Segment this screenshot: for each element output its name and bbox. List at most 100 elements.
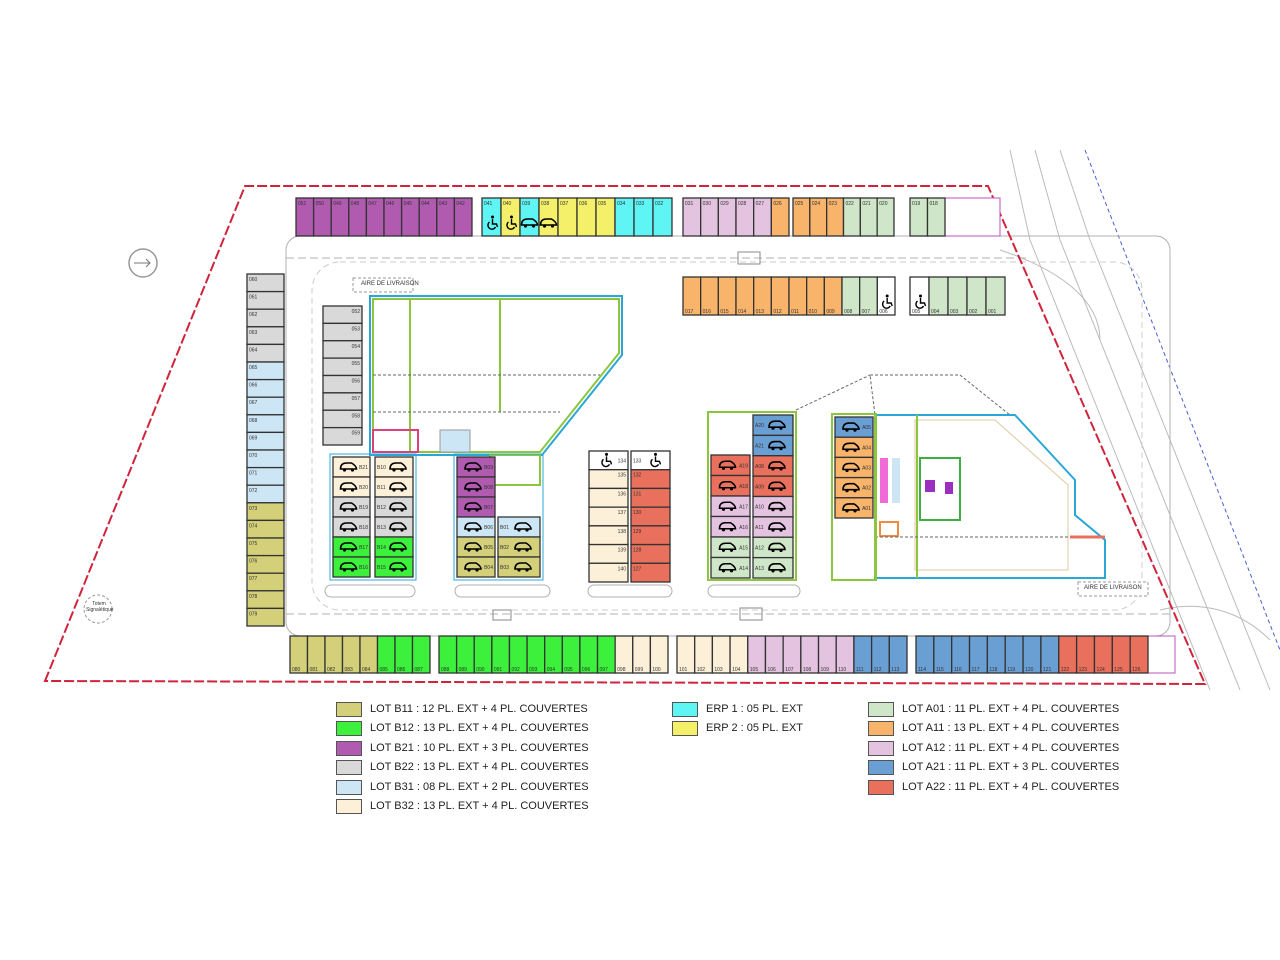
parking-space[interactable]: B10 (374, 456, 414, 478)
parking-space[interactable]: B17 (332, 536, 371, 558)
parking-space[interactable]: 138 (588, 525, 629, 546)
parking-space[interactable]: 131 (630, 487, 671, 508)
parking-space[interactable]: A16 (710, 515, 751, 538)
parking-space[interactable]: B14 (374, 536, 414, 558)
parking-space[interactable]: 097 (596, 635, 616, 674)
parking-space[interactable]: 087 (411, 635, 431, 674)
parking-space[interactable]: 086 (394, 635, 414, 674)
parking-space[interactable]: B20 (332, 476, 371, 498)
parking-space[interactable]: 083 (341, 635, 361, 674)
parking-space[interactable]: 115 (933, 635, 953, 674)
parking-space[interactable]: 093 (526, 635, 546, 674)
parking-space[interactable]: 017 (682, 276, 702, 316)
parking-space[interactable]: B13 (374, 516, 414, 538)
parking-space[interactable]: 117 (968, 635, 989, 674)
parking-space[interactable]: B16 (332, 556, 371, 578)
parking-space[interactable]: 036 (576, 197, 597, 237)
parking-space[interactable]: 012 (770, 276, 790, 316)
parking-space[interactable]: 043 (436, 197, 456, 237)
parking-space[interactable]: 019 (909, 197, 929, 237)
parking-space[interactable]: 015 (717, 276, 737, 316)
parking-space[interactable]: 006 (876, 276, 896, 316)
parking-space[interactable]: 066 (246, 378, 285, 398)
parking-space[interactable]: 120 (1022, 635, 1042, 674)
parking-space[interactable]: A05 (834, 416, 874, 438)
parking-space[interactable]: 060 (246, 273, 285, 293)
parking-space[interactable]: 089 (455, 635, 475, 674)
parking-space[interactable]: 034 (614, 197, 635, 237)
parking-space[interactable]: 078 (246, 590, 285, 610)
parking-space[interactable]: B19 (332, 496, 371, 518)
parking-space[interactable]: 118 (986, 635, 1006, 674)
parking-space[interactable]: 105 (747, 635, 767, 674)
parking-space[interactable]: 047 (365, 197, 385, 237)
parking-space[interactable]: 048 (348, 197, 368, 237)
parking-space[interactable]: 010 (806, 276, 825, 316)
parking-space[interactable]: 069 (246, 431, 285, 451)
parking-space[interactable]: B02 (497, 536, 541, 558)
parking-space[interactable]: 081 (306, 635, 326, 674)
parking-space[interactable]: 038 (538, 197, 559, 237)
parking-space[interactable]: A09 (752, 475, 794, 498)
parking-space[interactable]: 137 (588, 506, 629, 527)
parking-space[interactable]: 068 (246, 414, 285, 434)
parking-space[interactable]: 053 (322, 322, 363, 342)
parking-space[interactable]: 054 (322, 340, 363, 359)
parking-space[interactable]: B05 (456, 536, 496, 558)
parking-space[interactable]: 063 (246, 326, 285, 346)
parking-space[interactable]: B09 (456, 456, 496, 478)
parking-space[interactable]: B07 (456, 496, 496, 518)
parking-space[interactable]: 070 (246, 449, 285, 469)
parking-space[interactable]: B21 (332, 456, 371, 478)
parking-space[interactable]: 135 (588, 469, 629, 490)
parking-space[interactable]: 031 (682, 197, 702, 237)
parking-space[interactable]: 016 (700, 276, 719, 316)
parking-space[interactable]: 007 (859, 276, 878, 316)
parking-space[interactable]: 014 (735, 276, 755, 316)
parking-space[interactable]: 076 (246, 554, 285, 574)
parking-space[interactable]: 004 (928, 276, 949, 316)
parking-space[interactable]: 033 (633, 197, 654, 237)
parking-space[interactable]: 139 (588, 543, 629, 564)
parking-space[interactable]: 132 (630, 469, 671, 490)
parking-space[interactable]: 133 (630, 450, 671, 471)
parking-space[interactable]: 096 (579, 635, 599, 674)
parking-space[interactable]: 082 (324, 635, 344, 674)
parking-space[interactable]: B08 (456, 476, 496, 498)
parking-space[interactable]: 119 (1004, 635, 1024, 674)
parking-space[interactable]: B11 (374, 476, 414, 498)
parking-space[interactable]: A01 (834, 497, 874, 519)
parking-space[interactable]: 129 (630, 525, 671, 546)
parking-space[interactable]: 098 (614, 635, 634, 674)
parking-space[interactable]: A08 (752, 455, 794, 477)
parking-space[interactable]: 009 (823, 276, 843, 316)
parking-space[interactable]: 067 (246, 396, 285, 416)
parking-space[interactable]: 071 (246, 466, 285, 486)
parking-space[interactable]: 005 (909, 276, 930, 316)
parking-space[interactable]: 032 (652, 197, 673, 237)
parking-space[interactable]: 056 (322, 374, 363, 394)
parking-space[interactable]: A18 (710, 474, 751, 497)
parking-space[interactable]: 035 (595, 197, 616, 237)
parking-space[interactable]: 020 (876, 197, 895, 237)
parking-space[interactable]: 077 (246, 572, 285, 592)
parking-space[interactable]: 008 (841, 276, 861, 316)
parking-space[interactable]: 001 (985, 276, 1006, 316)
parking-space[interactable]: 123 (1075, 635, 1096, 674)
parking-space[interactable]: 002 (966, 276, 987, 316)
parking-space[interactable]: A03 (834, 456, 874, 479)
parking-space[interactable]: 050 (312, 197, 332, 237)
parking-space[interactable]: 106 (764, 635, 784, 674)
parking-space[interactable]: 140 (588, 562, 629, 583)
parking-space[interactable]: 072 (246, 484, 285, 504)
parking-space[interactable]: A10 (752, 495, 794, 518)
parking-space[interactable]: 080 (289, 635, 309, 674)
parking-space[interactable]: A11 (752, 516, 794, 538)
parking-space[interactable]: B12 (374, 496, 414, 518)
parking-space[interactable]: 126 (1129, 635, 1149, 674)
parking-space[interactable]: 025 (792, 197, 811, 237)
parking-space[interactable]: 040 (500, 197, 521, 237)
parking-space[interactable]: 103 (711, 635, 731, 674)
parking-space[interactable]: A12 (752, 536, 794, 559)
parking-space[interactable]: 065 (246, 361, 285, 381)
